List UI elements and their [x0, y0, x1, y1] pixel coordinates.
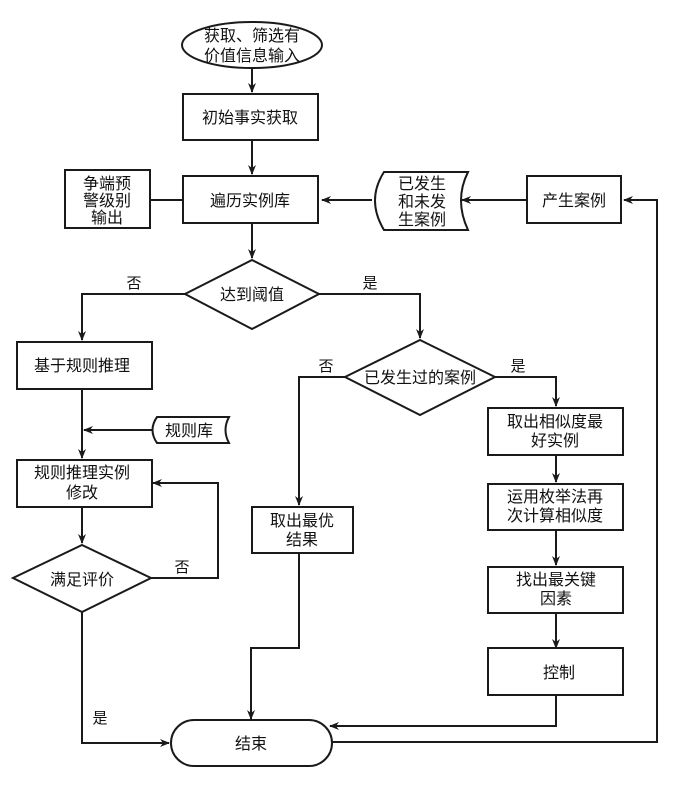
edges [78, 68, 658, 747]
node-key-factor: 找出最关键 因素 [487, 566, 624, 614]
svg-text:取出相似度最: 取出相似度最 [507, 412, 603, 431]
svg-text:已发生过的案例: 已发生过的案例 [364, 368, 476, 387]
label-evaluation-no: 否 [174, 558, 189, 576]
svg-text:结束: 结束 [235, 734, 267, 753]
svg-text:运用枚举法再: 运用枚举法再 [507, 487, 603, 506]
edge-evaluation-yes [81, 612, 170, 747]
edge-labels: 否 是 否 是 否 是 [92, 274, 525, 727]
edge-evaluation-no [151, 479, 219, 579]
node-rule-library: 规则库 [151, 416, 231, 444]
node-start: 获取、筛选有 价值信息输入 [181, 21, 323, 69]
label-occurred-no: 否 [318, 357, 333, 375]
node-occurred-decision: 已发生过的案例 [342, 338, 498, 417]
node-recompute: 运用枚举法再 次计算相似度 [487, 483, 624, 531]
edge-occurred-yes [495, 376, 560, 407]
svg-text:获取、筛选有: 获取、筛选有 [204, 26, 300, 45]
svg-text:价值信息输入: 价值信息输入 [204, 46, 300, 65]
node-best-result: 取出最优 结果 [251, 506, 354, 554]
node-rule-revision: 规则推理实例 修改 [16, 459, 153, 508]
label-occurred-yes: 是 [510, 357, 525, 375]
node-generate-case: 产生案例 [526, 175, 622, 224]
svg-text:和未发: 和未发 [398, 192, 446, 211]
label-evaluation-yes: 是 [92, 709, 107, 727]
label-threshold-yes: 是 [362, 274, 377, 292]
node-control: 控制 [487, 647, 624, 696]
svg-text:输出: 输出 [91, 208, 123, 227]
svg-text:基于规则推理: 基于规则推理 [34, 356, 130, 375]
svg-text:产生案例: 产生案例 [542, 191, 606, 210]
node-end: 结束 [170, 719, 333, 767]
svg-text:争端预: 争端预 [83, 174, 131, 193]
svg-text:达到阈值: 达到阈值 [220, 285, 284, 304]
svg-text:找出最关键: 找出最关键 [516, 570, 596, 589]
node-traverse-library: 遍历实例库 [182, 175, 319, 224]
svg-text:规则库: 规则库 [165, 421, 213, 440]
svg-text:修改: 修改 [66, 483, 98, 502]
edge-threshold-yes [319, 293, 424, 339]
svg-text:警级别: 警级别 [83, 191, 131, 210]
edge-threshold-no [78, 293, 185, 341]
node-warning-output: 争端预 警级别 输出 [64, 169, 151, 229]
svg-text:次计算相似度: 次计算相似度 [507, 506, 603, 525]
svg-text:好实例: 好实例 [531, 431, 579, 450]
svg-text:结果: 结果 [286, 530, 318, 549]
edge-bestresult-to-end [247, 553, 300, 720]
node-evaluation-decision: 满足评价 [10, 543, 154, 614]
svg-text:规则推理实例: 规则推理实例 [34, 463, 130, 482]
node-best-similarity: 取出相似度最 好实例 [487, 407, 624, 456]
node-rule-reasoning: 基于规则推理 [16, 341, 153, 390]
label-threshold-no: 否 [126, 274, 141, 292]
node-threshold-decision: 达到阈值 [182, 258, 322, 331]
svg-text:满足评价: 满足评价 [50, 570, 114, 589]
svg-text:取出最优: 取出最优 [270, 511, 334, 530]
edge-end-to-generate [332, 196, 658, 743]
svg-text:遍历实例库: 遍历实例库 [210, 191, 290, 210]
svg-text:因素: 因素 [540, 589, 572, 608]
node-case-store: 已发生 和未发 生案例 [374, 171, 470, 231]
svg-text:控制: 控制 [543, 663, 575, 682]
edge-control-to-end [329, 695, 557, 730]
node-initial-facts: 初始事实获取 [182, 93, 319, 141]
svg-text:生案例: 生案例 [398, 210, 446, 229]
svg-text:已发生: 已发生 [398, 174, 446, 193]
svg-text:初始事实获取: 初始事实获取 [202, 108, 298, 127]
edge-occurred-no [295, 376, 345, 506]
